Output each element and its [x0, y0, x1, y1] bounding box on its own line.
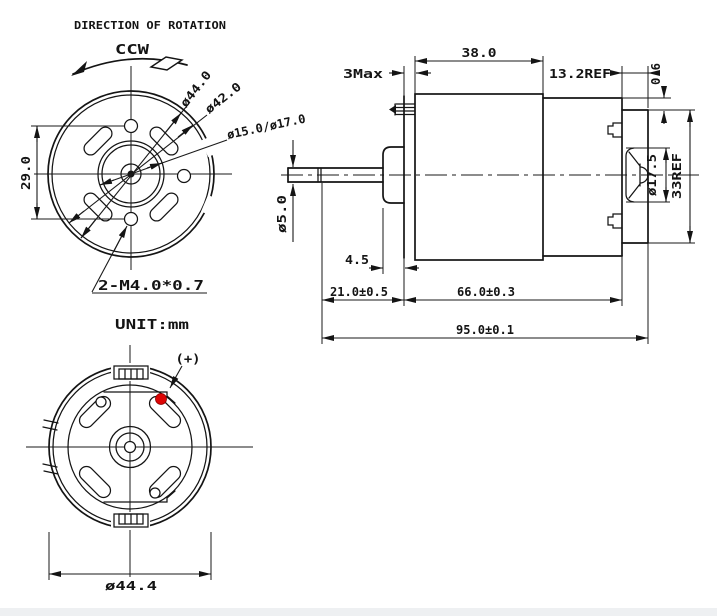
front-outer-case-circle — [47, 90, 215, 258]
dia-outer-callout: ø44.0 — [80, 68, 214, 239]
rear-bearing-bell — [625, 147, 649, 203]
shaft-dia-label: ø5.0 — [275, 195, 289, 233]
shaft-circle — [120, 163, 142, 185]
positive-terminal-callout: (+) — [155, 351, 201, 405]
hole-spacing-dimension: 29.0 — [19, 125, 124, 220]
positive-terminal-dot — [155, 393, 167, 405]
endcap-length-label: 13.2REF — [549, 66, 611, 81]
motor-shaft — [287, 167, 384, 183]
hub-outer-circle — [97, 140, 165, 208]
dim-rear-boss-dia: ø17.5 — [626, 147, 670, 203]
dim-endcap-step: 0.6 — [622, 63, 695, 124]
boss-protrusion-label: 3Max — [343, 66, 384, 81]
dim-bushing-length: 4.5 — [345, 208, 419, 274]
dia-hub-label: ø15.0/ø17.0 — [226, 112, 307, 142]
plate-chord-top — [103, 391, 176, 404]
vent-slot — [83, 126, 113, 156]
rear-boss-dia-label: ø17.5 — [645, 154, 659, 196]
terminal-tab-bottom — [607, 213, 623, 229]
dim-shaft-dia: ø5.0 — [275, 140, 297, 242]
mount-hole-top — [123, 118, 139, 134]
rear-view: (+) ø44.4 — [26, 345, 253, 593]
rotation-annotation: DIRECTION OF ROTATION CCW — [71, 19, 226, 76]
vent-hole — [176, 168, 192, 184]
rim-seam-notches — [42, 419, 59, 475]
motor-can — [414, 93, 544, 261]
rear-overall-dia-label: ø44.4 — [105, 578, 157, 593]
dim-boss-protrusion: 3Max — [343, 66, 431, 81]
unit-label: UNIT:mm — [115, 317, 189, 333]
dia-inner-label: ø42.0 — [202, 79, 244, 116]
front-weld-nub — [389, 103, 416, 116]
dim-can-length: 38.0 — [414, 45, 544, 94]
hub-inner-circle — [101, 144, 161, 204]
front-view: ø44.0 ø42.0 ø15.0/ø17.0 29.0 — [19, 66, 307, 294]
rotation-direction-label: CCW — [115, 42, 150, 58]
mount-holes-callout: 2-M4.0*0.7 — [91, 225, 207, 294]
endcap-height-label: 33REF — [670, 153, 684, 199]
front-bushing — [382, 146, 405, 204]
overall-length-label: 95.0±0.1 — [456, 322, 514, 337]
mount-holes-label: 2-M4.0*0.7 — [98, 279, 204, 294]
rear-hub-outer — [108, 425, 152, 469]
rear-vent-slot — [148, 395, 182, 429]
hole-spacing-label: 29.0 — [19, 156, 33, 190]
rear-hub-inner — [115, 432, 145, 462]
page-bottom-strip — [0, 608, 717, 616]
rear-housing-step — [542, 97, 623, 257]
shaft-extension-label: 21.0±0.5 — [330, 284, 388, 299]
dim-endcap-length: 13.2REF — [549, 66, 661, 108]
terminal-tab-top — [607, 122, 623, 138]
rotation-arrowhead-icon — [71, 61, 87, 76]
rear-endcap-circle — [67, 384, 193, 510]
brush-tab-bottom — [111, 512, 150, 530]
brush-tab-top — [111, 363, 150, 381]
can-length-label: 38.0 — [462, 45, 497, 60]
positive-terminal-label: (+) — [176, 351, 201, 366]
vent-slot — [149, 192, 179, 222]
rear-small-hole — [95, 396, 107, 408]
side-view: 38.0 3Max 13.2REF 0.6 ø1 — [275, 45, 704, 344]
vent-slot — [149, 126, 179, 156]
rear-vent-slot — [78, 465, 112, 499]
dim-rear-overall-dia: ø44.4 — [48, 532, 212, 593]
bushing-length-label: 4.5 — [345, 252, 369, 267]
dim-endcap-height: 33REF — [648, 109, 695, 244]
mount-hole-bottom — [123, 211, 139, 227]
rotation-title: DIRECTION OF ROTATION — [74, 19, 226, 32]
rear-vent-slot — [78, 395, 112, 429]
endcap-step-label: 0.6 — [649, 63, 663, 85]
endcap — [607, 109, 649, 244]
dim-length-chain: 21.0±0.5 66.0±0.3 95.0±0.1 — [321, 183, 649, 344]
rotation-diamond-icon — [149, 56, 184, 71]
rear-shaft-hole — [123, 440, 137, 454]
rear-small-hole — [149, 487, 161, 499]
front-inner-rim-circle — [51, 94, 211, 254]
rim-gap-lower — [201, 194, 222, 218]
plate-chord-bottom — [103, 490, 176, 503]
body-length-label: 66.0±0.3 — [457, 284, 515, 299]
